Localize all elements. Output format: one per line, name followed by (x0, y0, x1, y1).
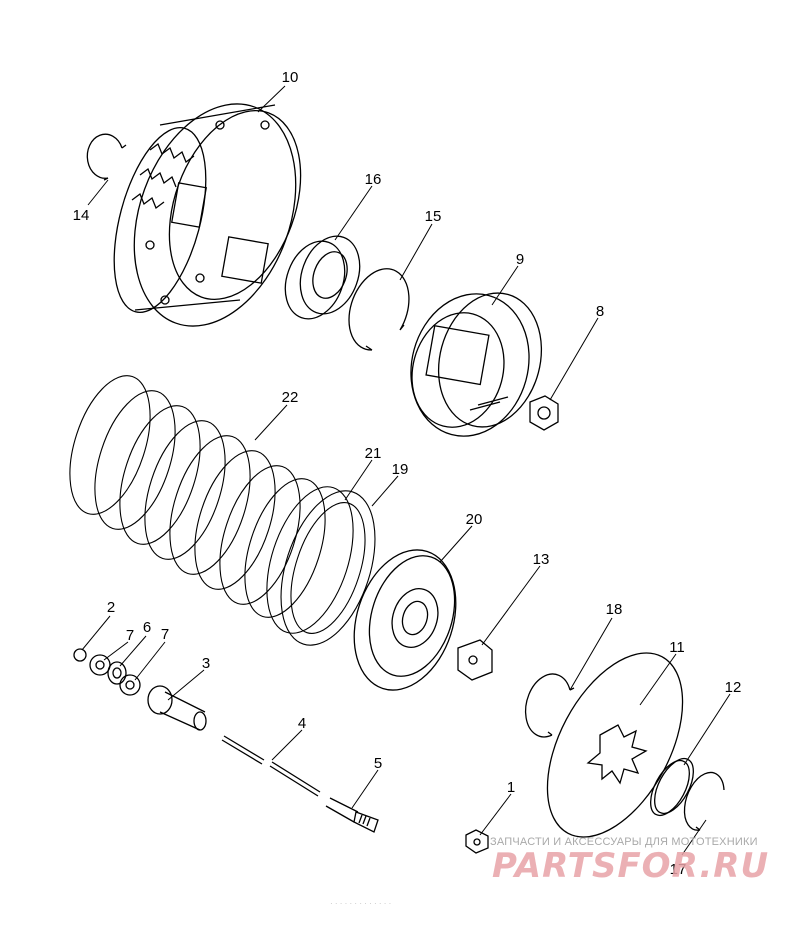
push-rods-4 (221, 735, 321, 797)
callout-11: 11 (669, 639, 685, 656)
callout-6: 6 (143, 619, 151, 636)
callout-7-b: 7 (161, 626, 169, 643)
callout-3: 3 (202, 655, 210, 672)
callout-22: 22 (282, 389, 299, 406)
callout-2: 2 (107, 599, 115, 616)
callout-9: 9 (516, 251, 524, 268)
callout-14: 14 (73, 207, 90, 224)
diaphragm-spring-11 (546, 652, 684, 838)
footer-faint-text: · · · · · · · · · · · · · (330, 899, 392, 908)
adjusting-screw-3 (147, 685, 207, 731)
clutch-plate-stack (69, 375, 376, 646)
callout-12: 12 (725, 679, 742, 696)
callout-16: 16 (365, 171, 382, 188)
callout-19: 19 (392, 461, 409, 478)
lock-plate-13 (457, 639, 493, 681)
callout-labels: 10 14 16 15 9 8 22 21 19 20 13 2 7 6 7 3… (73, 69, 742, 878)
small-parts-left (73, 648, 141, 696)
clutch-hub-9 (410, 292, 543, 437)
callout-8: 8 (596, 303, 604, 320)
callout-1: 1 (507, 779, 515, 796)
callout-18: 18 (606, 601, 623, 618)
watermark-caption: ЗАПЧАСТИ И АКСЕССУАРЫ ДЛЯ МОТОТЕХНИКИ (490, 836, 758, 848)
retaining-ring-15 (348, 268, 410, 351)
retaining-ring-17 (683, 771, 725, 831)
callout-7-a: 7 (126, 627, 134, 644)
callout-4: 4 (298, 715, 306, 732)
pressure-plate-20 (353, 549, 457, 691)
watermark-logo: PARTSFOR.RU (492, 846, 770, 886)
nut-8 (529, 395, 559, 431)
clutch-shell-part (113, 103, 302, 327)
retaining-ring-14 (86, 133, 127, 181)
callout-17: 17 (670, 861, 687, 878)
callout-15: 15 (425, 208, 442, 225)
leader-lines (81, 85, 731, 856)
callout-10: 10 (282, 69, 299, 86)
bearing-16 (284, 235, 361, 320)
nut-1 (465, 829, 489, 854)
ring-12 (650, 757, 694, 817)
callout-5: 5 (374, 755, 382, 772)
callout-21: 21 (365, 445, 382, 462)
callout-13: 13 (533, 551, 550, 568)
retaining-ring-18 (524, 673, 575, 738)
callout-20: 20 (466, 511, 483, 528)
rod-end-5 (325, 797, 379, 833)
